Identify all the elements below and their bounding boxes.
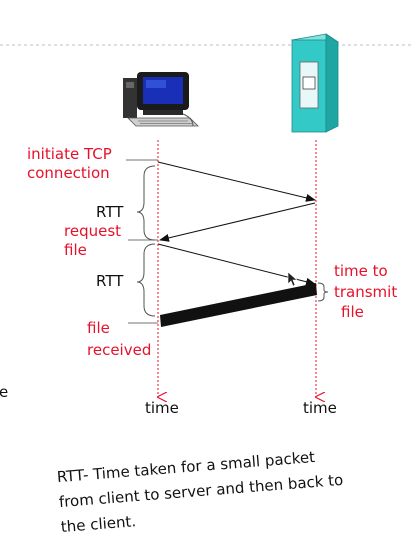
initiate-tcp-label: initiate TCP [27,145,112,163]
rtt-brace-2 [136,243,156,317]
time-to-label: time to [334,262,388,280]
server-tower-icon [290,33,340,133]
edge-text-fragment: e [0,383,8,401]
request-file-label: file [64,241,87,259]
transmit-brace [317,282,329,302]
server-time-label: time [303,399,337,417]
mouse-cursor-icon [287,271,298,287]
rtt-brace-1 [136,165,156,241]
request-label: request [64,222,121,240]
transmit-label: transmit [334,283,397,301]
caption-line-3: the client. [60,512,137,536]
connection-label: connection [27,164,110,182]
received-label: received [87,341,151,359]
file-label: file [87,319,110,337]
caption: RTT- Time taken for a small packet from … [56,448,344,536]
rtt-label-2: RTT [96,272,124,290]
client-time-label: time [145,399,179,417]
transmit-file-label: file [341,303,364,321]
file-transfer-bar [160,283,317,327]
syn-arrow [157,161,316,202]
rtt-label-1: RTT [96,203,124,221]
synack-arrow [159,202,316,242]
desktop-computer-icon [123,72,199,127]
